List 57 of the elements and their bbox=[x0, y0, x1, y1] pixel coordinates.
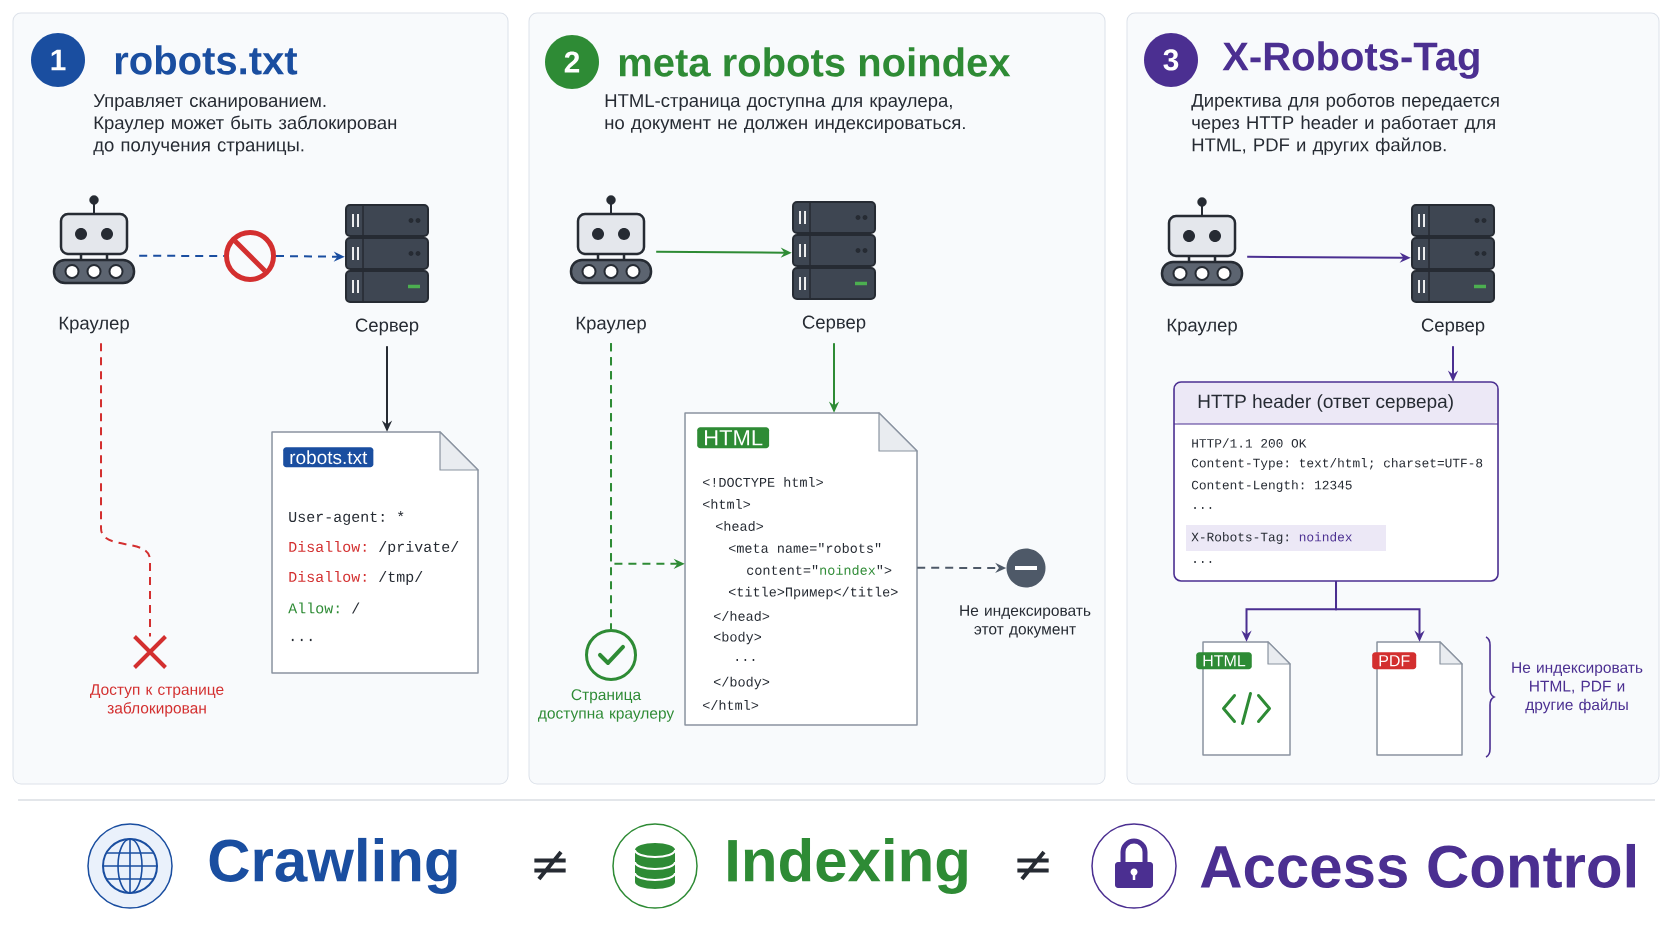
code-line: Content-Length: 12345 bbox=[1191, 480, 1352, 492]
file-tag: HTML bbox=[697, 427, 770, 449]
icon-label: Сервер bbox=[355, 318, 419, 336]
minus-icon bbox=[1006, 548, 1046, 588]
panel-heading: robots.txt bbox=[115, 45, 298, 75]
dashed-line bbox=[138, 254, 225, 257]
code-line: Disallow: /private/ bbox=[289, 541, 459, 555]
code-line: ... bbox=[1194, 507, 1212, 509]
file-tag: robots.txt bbox=[283, 447, 374, 468]
icon-caption: Не индексировать этот документ bbox=[960, 605, 1091, 638]
code-line: content=" noindex "> bbox=[747, 565, 892, 575]
file-tag: HTML bbox=[1196, 652, 1252, 670]
code-line: </html> bbox=[703, 700, 759, 710]
code-line: <!DOCTYPE html> bbox=[703, 477, 823, 487]
icon-label: Сервер bbox=[802, 315, 866, 333]
code-line: <title>Пример</title> bbox=[729, 586, 898, 600]
code-line: ... bbox=[1194, 561, 1212, 563]
check-icon bbox=[585, 629, 637, 681]
code-line: X-Robots-Tag: noindex bbox=[1191, 532, 1352, 544]
code-line: <head> bbox=[716, 521, 764, 531]
file-tag: PDF bbox=[1372, 652, 1417, 670]
code-line: Allow: / bbox=[288, 602, 360, 614]
no-entry-icon bbox=[224, 230, 276, 282]
code-line: <body> bbox=[714, 631, 762, 645]
description: Управляет сканированием. Краулер может быть заблокирован до получения страницы. bbox=[93, 94, 397, 156]
icon-label: Краулер bbox=[576, 316, 646, 334]
code-line: </head> bbox=[714, 611, 770, 621]
cross-icon bbox=[132, 634, 168, 670]
code-line: HTTP/1.1 200 OK bbox=[1192, 438, 1307, 448]
panel-heading: X-Robots-Tag bbox=[1222, 41, 1479, 79]
icon-label: Краулер bbox=[1167, 318, 1237, 336]
number-badge: 3 bbox=[1144, 33, 1198, 87]
icon-label: Краулер bbox=[59, 316, 129, 334]
description: Директива для роботов передается через HTTP header и работает для HTML, PDF и других файлов. bbox=[1191, 93, 1499, 155]
not-equal-sign: ≠ bbox=[1017, 850, 1049, 881]
code-line: <html> bbox=[703, 499, 751, 509]
footer-word: Indexing bbox=[728, 837, 967, 895]
number-badge: 2 bbox=[545, 35, 599, 89]
code-line: ... bbox=[291, 638, 312, 642]
box-heading: HTTP header (ответ сервера) bbox=[1198, 394, 1453, 412]
code-line: <meta name="robots" bbox=[729, 543, 881, 553]
footer-word: Crawling bbox=[209, 837, 457, 895]
code-line: Content-Type: text/html; charset=UTF-8 bbox=[1191, 458, 1483, 470]
icon-caption: Доступ к странице заблокирован bbox=[90, 684, 224, 717]
icon-caption: Страница доступна краулеру bbox=[538, 689, 675, 722]
code-line: User-agent: * bbox=[289, 511, 404, 525]
icon-label: Сервер bbox=[1421, 318, 1485, 336]
note: Не индексировать HTML, PDF и другие файлы bbox=[1512, 662, 1643, 714]
code-line: Disallow: /tmp/ bbox=[289, 571, 423, 585]
not-equal-sign: ≠ bbox=[534, 850, 566, 881]
code-line: ... bbox=[736, 659, 755, 661]
number-badge: 1 bbox=[31, 33, 85, 87]
description: HTML-страница доступна для краулера, но документ не должен индексироваться. bbox=[605, 94, 965, 133]
panel-heading: meta robots noindex bbox=[619, 47, 1011, 77]
code-line: </body> bbox=[714, 676, 770, 690]
dashed-line bbox=[100, 342, 151, 638]
footer-word: Access Control bbox=[1200, 843, 1635, 888]
